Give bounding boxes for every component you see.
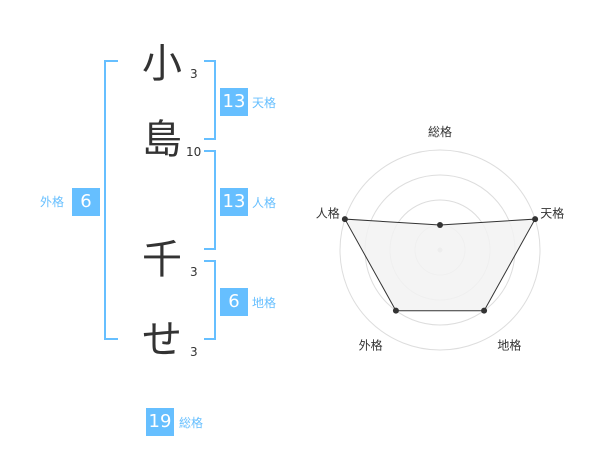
jinkaku-label: 人格 — [252, 196, 277, 210]
radar-axis-label-1: 総格 — [428, 124, 452, 139]
chikaku-bracket — [204, 260, 216, 340]
chikaku-value: 6 — [220, 288, 248, 316]
radar-point-5 — [341, 216, 348, 223]
soukaku-label: 総格 — [179, 416, 204, 430]
name-char-2: 島 — [142, 117, 182, 163]
radar-point-3 — [481, 307, 488, 314]
radar-point-4 — [392, 307, 399, 314]
radar-axis-label-4: 外格 — [359, 337, 383, 352]
name-char-1: 小 — [142, 41, 182, 87]
chikaku-label: 地格 — [252, 296, 277, 310]
radar-point-2 — [532, 216, 539, 223]
radar-point-1 — [437, 222, 443, 228]
name-char-3: 千 — [142, 237, 182, 283]
jinkaku-bracket — [204, 150, 216, 250]
radar-ring-4 — [339, 149, 541, 351]
radar-axis-label-2: 天格 — [540, 206, 564, 221]
stroke-count-4: 3 — [190, 345, 198, 359]
radar-axis-label-5: 人格 — [316, 206, 340, 221]
radar-polygon — [344, 218, 536, 312]
gaikaku-label: 外格 — [40, 195, 65, 209]
radar-shape — [341, 216, 539, 314]
tenkaku-value: 13 — [220, 88, 248, 116]
jinkaku-value: 13 — [220, 188, 248, 216]
soukaku-value: 19 — [146, 408, 174, 436]
gaikaku-bracket — [104, 60, 118, 340]
radar-axis-label-3: 地格 — [497, 337, 521, 352]
stroke-count-1: 3 — [190, 67, 198, 81]
tenkaku-label: 天格 — [252, 96, 277, 110]
stroke-count-3: 3 — [190, 265, 198, 279]
name-char-4: せ — [142, 317, 182, 363]
gaikaku-value: 6 — [72, 188, 100, 216]
stroke-count-2: 10 — [186, 145, 202, 159]
tenkaku-bracket — [204, 60, 216, 140]
